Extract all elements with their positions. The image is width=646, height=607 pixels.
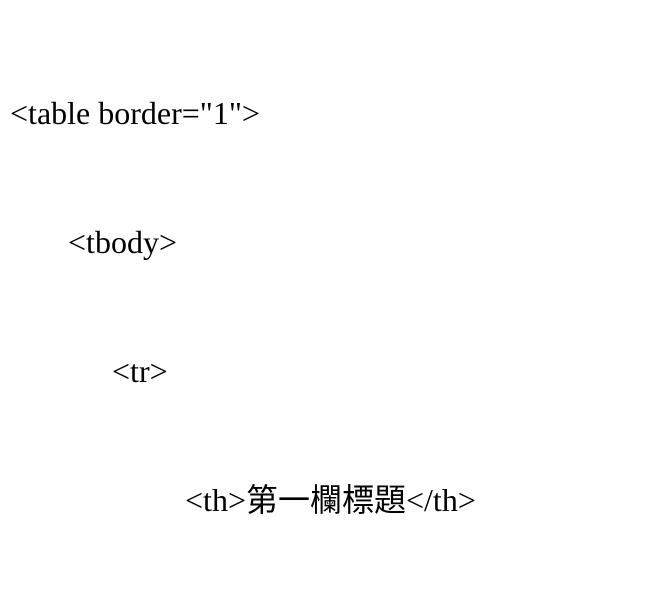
code-line: <th>第一欄標題</th> xyxy=(185,482,476,518)
code-line: <tr> xyxy=(112,353,168,389)
code-line: <table border="1"> xyxy=(10,95,260,131)
code-line: <tbody> xyxy=(68,224,177,260)
